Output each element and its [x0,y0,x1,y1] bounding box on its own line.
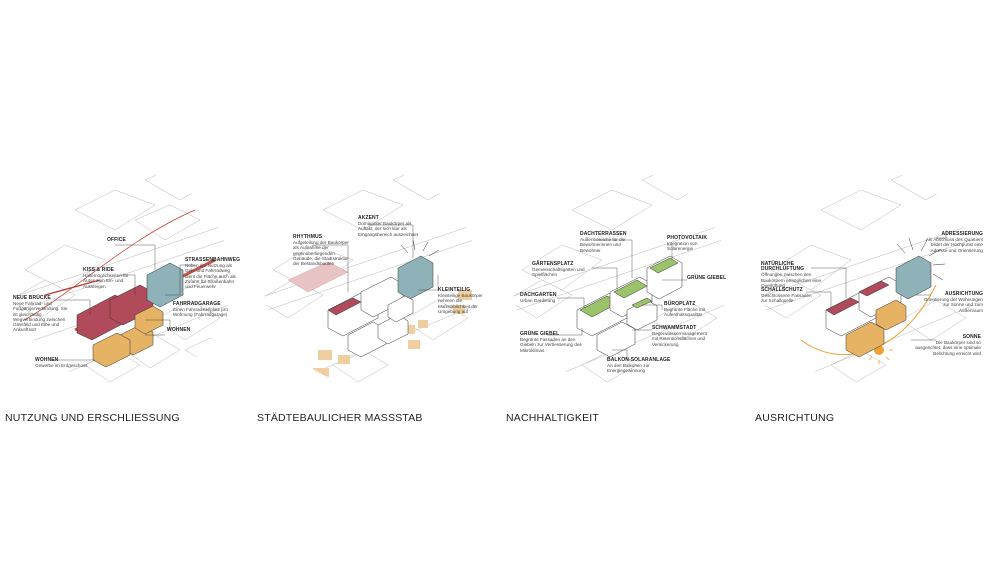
label-bueroplatz: BÜROPLATZ Begrünte Fläche mit Aufenthalt… [664,301,706,318]
label-gruene-giebel-2: GRÜNE GIEBEL Begrünte Fassaden an den Gi… [520,331,582,353]
label-strassenbahnweg: STRASSENBAHNWEG Neben der Nutzung als Ge… [185,257,241,290]
label-schwammstadt: SCHWAMMSTADT Regenwassermanagement mit R… [652,325,707,347]
label-gruene-giebel-1: GRÜNE GIEBEL [687,275,727,281]
label-dachgarten: DACHGARTEN Urban Gardening [520,292,557,304]
label-balkon-solaranlage: BALKON-SOLARANLAGE An den Balkonen zur E… [607,357,671,374]
panel-nachhaltigkeit: DACHTERRASSEN Außenbereiche für die Bewo… [502,150,737,424]
label-schallschutz: SCHALLSCHUTZ Geschlossene Fassaden zur S… [761,287,812,304]
label-kiss-ride: KISS & RIDE Haltemöglichkeiten für Autos… [83,267,129,289]
adressierung-rays [896,237,946,281]
label-akzent: AKZENT Dominanter Baukörper als Auftakt,… [358,215,419,237]
label-kleinteilig: KLEINTEILIG Kleinteilige Baukörper nehme… [438,287,483,314]
site-diagram-4 [761,170,977,386]
context-highlight [287,261,472,378]
panel-ausrichtung: ADRESSIERUNG Als Abschluss des Quartiers… [751,150,986,424]
context-buildings [761,170,977,386]
caption-nachhaltigkeit: NACHHALTIGKEIT [506,412,600,424]
label-dachterrassen: DACHTERRASSEN Außenbereiche für die Bewo… [580,231,627,253]
label-wohnen-2: WOHNEN Gewerbe im Erdgeschoss [35,357,88,369]
label-gaertensplatz: GÄRTENSPLATZ Gemeinschaftsgärten und Spi… [532,261,585,278]
site-diagram-1 [15,170,231,386]
label-photovoltaik: PHOTOVOLTAIK Integration von Solarenergi… [667,235,708,252]
panel-nutzung-erschliessung: OFFICE KISS & RIDE Haltemöglichkeiten fü… [5,150,241,424]
label-rhythmus: RHYTHMUS Aufgeteilung der Baukörper als … [293,234,349,267]
label-sonne: SONNE Die Baukörper sind so ausgerichtet… [915,334,981,356]
label-neue-bruecke: NEUE BRÜCKE Neue Fahrrad- und Fußgängerv… [13,295,68,333]
context-buildings [263,170,479,386]
buildings-4 [825,255,932,358]
caption-nutzung: NUTZUNG UND ERSCHLIESSUNG [5,412,180,424]
panel-staedtebaulicher-massstab: RHYTHMUS Aufgeteilung der Baukörper als … [253,150,488,424]
label-ausrichtung: AUSRICHTUNG Orientierung der Wohnungen z… [923,291,983,313]
label-wohnen-1: WOHNEN [167,327,191,333]
buildings-2 [327,255,434,358]
site-diagram-3 [512,170,728,386]
label-office: OFFICE [107,237,126,243]
caption-ausrichtung: AUSRICHTUNG [755,412,835,424]
caption-massstab: STÄDTEBAULICHER MASSSTAB [257,412,423,424]
buildings-3 [576,255,683,358]
site-diagram-2 [263,170,479,386]
label-natuerliche-durchlueftung: NATÜRLICHE DURCHLÜFTUNG Öffnungen zwisch… [761,261,822,288]
label-fahrradgarage: FAHRRADGARAGE Einen Fahrradstellplatz pr… [173,301,228,318]
accent-rays [400,239,440,257]
label-adressierung: ADRESSIERUNG Als Abschluss des Quartiers… [925,231,983,253]
